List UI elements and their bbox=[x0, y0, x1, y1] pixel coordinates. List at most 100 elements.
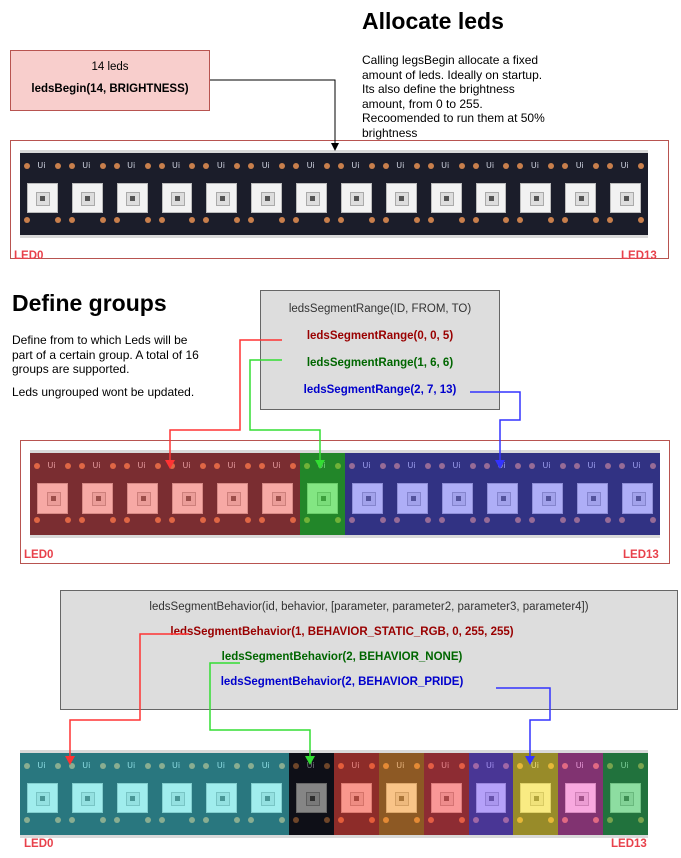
range-box: ledsSegmentRange(ID, FROM, TO) ledsSegme… bbox=[260, 290, 500, 410]
led-cell-10: Ui bbox=[469, 153, 514, 235]
led-cell-8: Ui bbox=[378, 753, 424, 835]
led-pad bbox=[323, 763, 330, 769]
led-pad bbox=[650, 517, 656, 523]
led-pad bbox=[413, 163, 420, 169]
led-pad bbox=[259, 463, 265, 469]
led-cell-8: Ui bbox=[379, 153, 424, 235]
led-pad bbox=[234, 817, 241, 823]
led-chip bbox=[520, 182, 552, 214]
led-tint bbox=[423, 753, 469, 835]
led-chip bbox=[27, 782, 58, 814]
led-cell-1: Ui bbox=[64, 753, 110, 835]
led-pad bbox=[517, 163, 524, 169]
led-pad bbox=[34, 517, 40, 523]
led-pad bbox=[517, 217, 524, 223]
led-pad bbox=[323, 163, 330, 169]
led-dot bbox=[219, 795, 225, 801]
led-tint bbox=[603, 753, 648, 835]
led-pad bbox=[380, 517, 386, 523]
led-pad bbox=[650, 463, 656, 469]
led-pad bbox=[54, 763, 61, 769]
strip-ui-mark: Ui bbox=[182, 461, 191, 470]
led-pad bbox=[605, 517, 611, 523]
led-chip bbox=[296, 182, 327, 214]
led-pad bbox=[99, 763, 106, 769]
led-pad bbox=[144, 763, 151, 769]
led-chip bbox=[161, 782, 193, 814]
led-dot bbox=[185, 496, 191, 501]
led-dot bbox=[230, 496, 236, 501]
led-pad bbox=[110, 463, 116, 469]
led-cell-12: Ui bbox=[570, 453, 615, 535]
led-pad bbox=[99, 217, 106, 223]
strip-ui-mark: Ui bbox=[306, 761, 315, 770]
led-chip bbox=[487, 482, 518, 514]
led-pad bbox=[529, 517, 535, 523]
range-2-call: ledsSegmentRange(2, 7, 13) bbox=[303, 384, 457, 396]
led-chip bbox=[262, 482, 293, 514]
led-dot bbox=[590, 496, 596, 501]
led-tint bbox=[64, 753, 110, 835]
led-chip bbox=[442, 482, 473, 514]
led-pad bbox=[425, 463, 431, 469]
led-pad bbox=[279, 817, 286, 823]
behavior-box-header: ledsSegmentBehavior(id, behavior, [param… bbox=[149, 601, 589, 613]
strip-ui-mark: Ui bbox=[171, 161, 181, 170]
led-pad bbox=[189, 163, 196, 169]
led-dot bbox=[50, 496, 56, 501]
led-pad bbox=[99, 817, 106, 823]
led-cell-13: Ui bbox=[603, 753, 648, 835]
led-tint bbox=[20, 753, 65, 835]
led-pad bbox=[458, 217, 465, 223]
led-cell-1: Ui bbox=[65, 153, 110, 235]
led-dot bbox=[488, 195, 494, 201]
led-dot bbox=[309, 195, 315, 201]
led-tint bbox=[513, 753, 559, 835]
led-pad bbox=[68, 217, 75, 223]
strip-ui-mark: Ui bbox=[216, 161, 225, 170]
led-pad bbox=[619, 463, 625, 469]
led-pad bbox=[245, 517, 251, 523]
led-tint bbox=[120, 453, 165, 535]
led-tint bbox=[30, 453, 75, 535]
led-pad bbox=[548, 217, 555, 223]
led-pad bbox=[200, 463, 206, 469]
strip-ui-mark: Ui bbox=[441, 161, 450, 170]
led-pad bbox=[214, 517, 220, 523]
led-pad bbox=[248, 217, 255, 223]
led-dot bbox=[85, 795, 91, 801]
led-chip bbox=[622, 482, 653, 514]
led-pad bbox=[515, 463, 521, 469]
led-dot bbox=[40, 195, 46, 201]
section2-title: Define groups bbox=[12, 290, 167, 316]
strip-ui-mark: Ui bbox=[37, 161, 46, 170]
led-tint bbox=[154, 753, 200, 835]
strip1-led-end-label: LED13 bbox=[621, 250, 657, 262]
strip-ui-mark: Ui bbox=[171, 761, 181, 770]
led-chip bbox=[116, 782, 148, 814]
strip-ui-mark: Ui bbox=[137, 461, 146, 470]
led-chip bbox=[116, 182, 148, 214]
allocate-arrowhead bbox=[331, 143, 339, 151]
led-dot bbox=[264, 795, 270, 801]
led-tint bbox=[300, 453, 345, 535]
led-cell-10: Ui bbox=[468, 753, 514, 835]
led-pad bbox=[144, 163, 151, 169]
led-pad bbox=[562, 763, 569, 769]
led-pad bbox=[234, 217, 241, 223]
range-0-arrow bbox=[169, 339, 282, 462]
behavior-0-arrowhead bbox=[65, 756, 75, 765]
strip-ui-mark: Ui bbox=[587, 461, 596, 470]
led-pad bbox=[593, 217, 600, 223]
behavior-1-call: ledsSegmentBehavior(2, BEHAVIOR_NONE) bbox=[221, 651, 463, 663]
section1-description-p1: Calling legsBegin allocate a fixed amoun… bbox=[362, 53, 545, 140]
led-cell-3: Ui bbox=[165, 453, 210, 535]
led-pad bbox=[458, 163, 465, 169]
led-pad bbox=[248, 817, 255, 823]
led-pad bbox=[259, 517, 265, 523]
led-cell-1: Ui bbox=[75, 453, 120, 535]
led-dot bbox=[95, 496, 101, 501]
led-pad bbox=[144, 217, 151, 223]
led-pad bbox=[562, 163, 569, 169]
led-chip bbox=[251, 182, 283, 214]
